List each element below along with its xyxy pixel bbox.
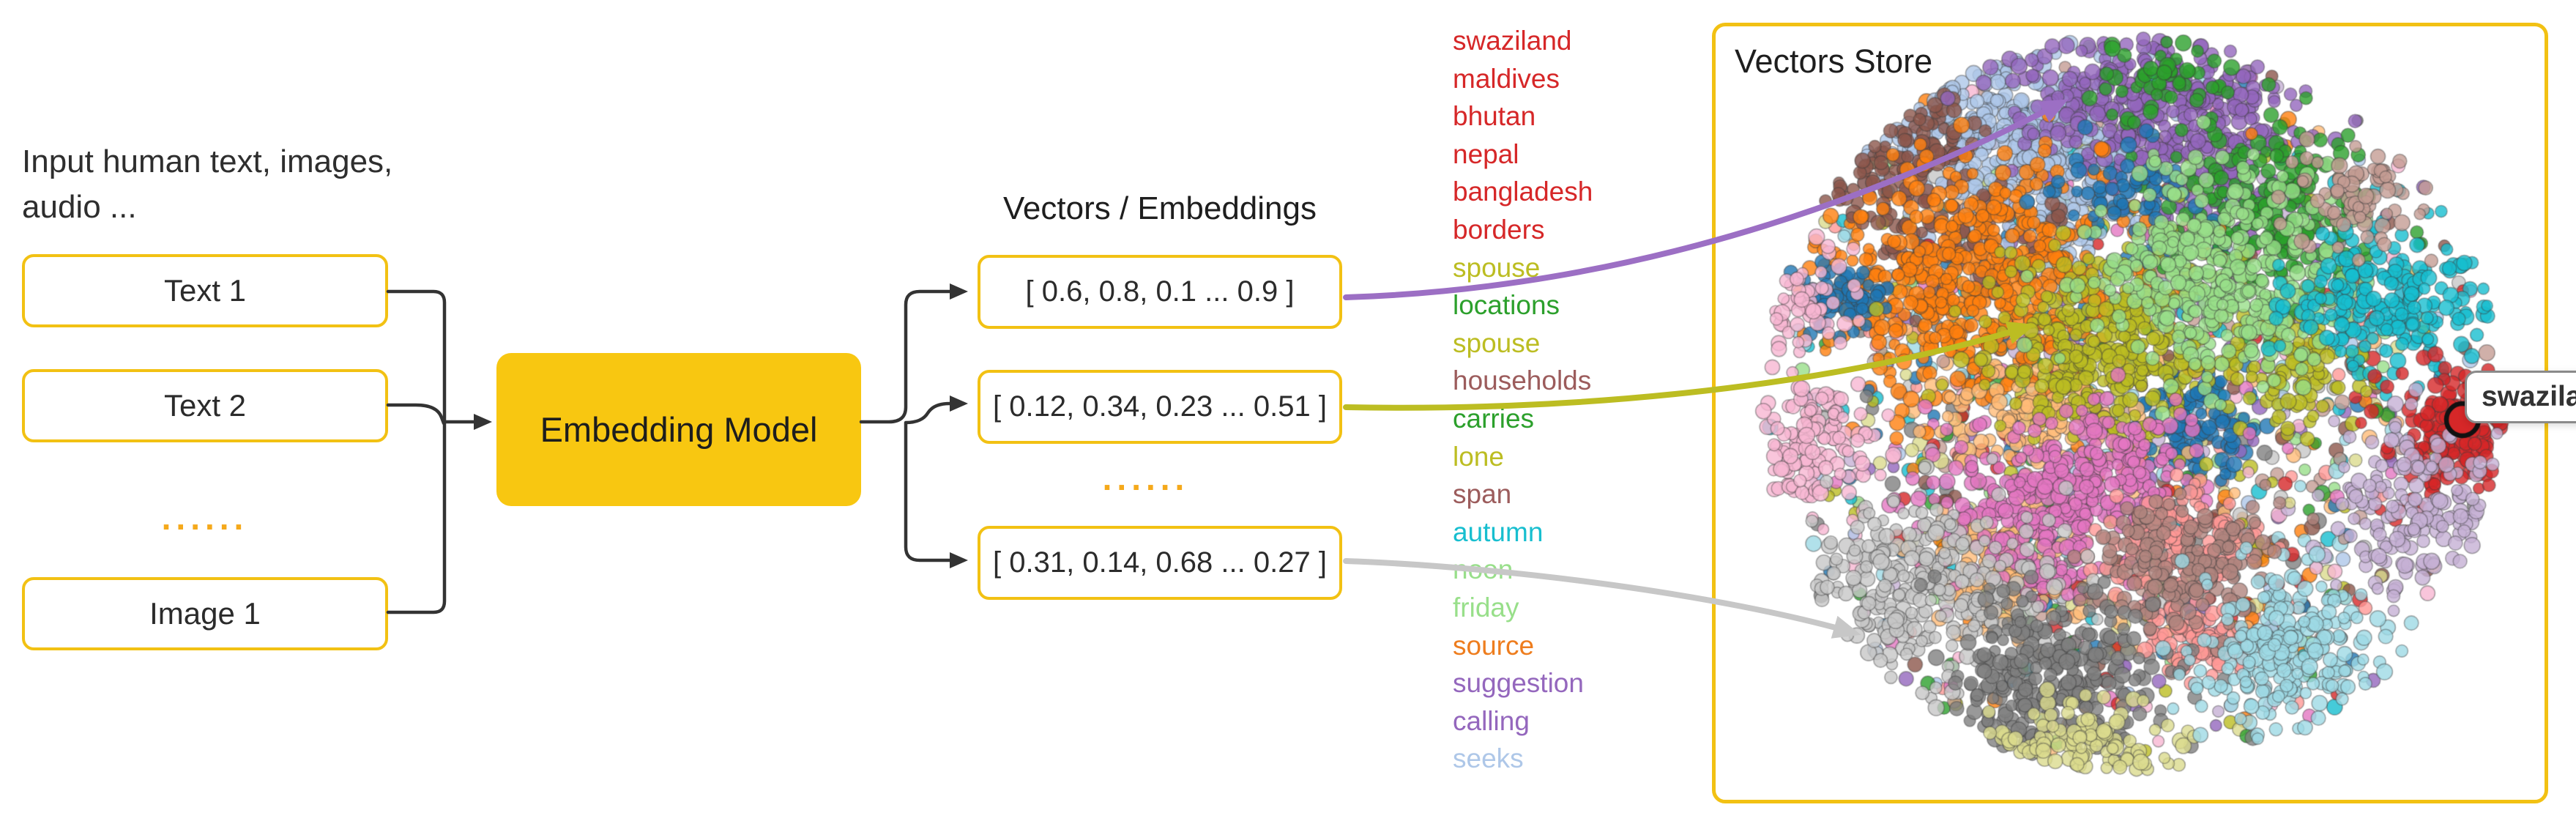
embedding-model-box: Embedding Model [496, 353, 861, 506]
word-item: suggestion [1453, 668, 1584, 699]
word-item: lone [1453, 441, 1504, 472]
input-label: Input human text, images, audio ... [22, 139, 392, 230]
output-connectors [859, 283, 968, 568]
word-list: swaziland maldives bhutan nepal bangladesh bo… [1453, 22, 1593, 778]
vector-box-3: [ 0.31, 0.14, 0.68 ... 0.27 ] [978, 526, 1342, 600]
word-item: spouse [1453, 252, 1541, 283]
word-item: bangladesh [1453, 177, 1593, 207]
vector3-arrow [904, 421, 968, 568]
embedding-scatter-plot[interactable] [1716, 26, 2545, 800]
vector2-arrow [904, 395, 968, 425]
word-item: source [1453, 630, 1535, 661]
vectors-title: Vectors / Embeddings [1002, 190, 1317, 226]
input-mid-join-line [386, 403, 446, 426]
word-item: span [1453, 479, 1512, 510]
input-connectors [386, 289, 492, 614]
word-item: calling [1453, 705, 1530, 736]
input-label-line2: audio ... [22, 189, 137, 225]
vectors-ellipsis: ...... [1102, 459, 1190, 497]
input-label-line1: Input human text, images, [22, 144, 393, 179]
input-box-text1: Text 1 [22, 254, 388, 327]
word-item: borders [1453, 214, 1545, 245]
swaziland-tooltip: swaziland [2465, 371, 2576, 423]
word-item: carries [1453, 403, 1535, 434]
vector1-arrow [859, 283, 968, 424]
input-box-text2: Text 2 [22, 369, 388, 442]
word-item: seeks [1453, 743, 1524, 774]
word-item: households [1453, 365, 1592, 396]
word-item: nepal [1453, 138, 1519, 169]
vectors-store-title: Vectors Store [1735, 42, 1933, 80]
vector-box-2: [ 0.12, 0.34, 0.23 ... 0.51 ] [978, 370, 1342, 444]
word-item: swaziland [1453, 26, 1572, 56]
word-item: friday [1453, 592, 1519, 623]
word-item: noon [1453, 554, 1514, 585]
input-trunk-line [386, 289, 447, 614]
word-item: bhutan [1453, 101, 1536, 132]
vectors-store-box: Vectors Store [1712, 23, 2548, 803]
word-item: maldives [1453, 63, 1560, 94]
input-ellipsis: ...... [161, 499, 249, 537]
word-item: locations [1453, 290, 1560, 321]
word-item: spouse [1453, 327, 1541, 358]
input-box-image1: Image 1 [22, 577, 388, 650]
word-item: autumn [1453, 516, 1544, 547]
tooltip-text: swaziland [2482, 381, 2576, 412]
vector-box-1: [ 0.6, 0.8, 0.1 ... 0.9 ] [978, 255, 1342, 329]
